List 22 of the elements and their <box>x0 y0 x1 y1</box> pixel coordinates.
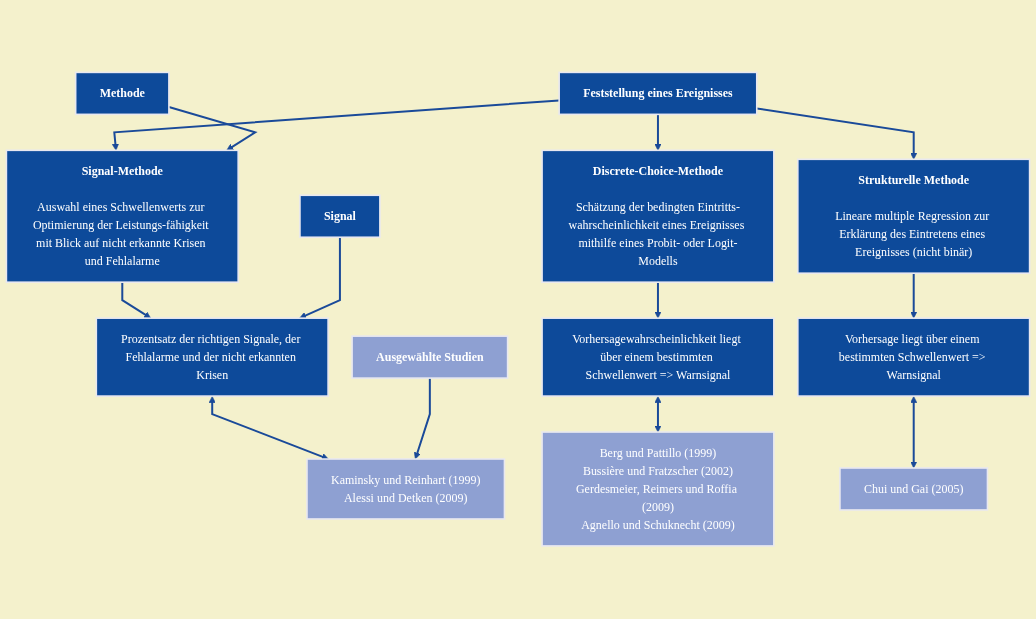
node-box: Vorhersagewahrscheinlichkeit liegt über einem bestimmten Schwellenwert => Warnsignal <box>541 317 775 398</box>
arrow <box>654 396 662 433</box>
arrow <box>299 236 341 320</box>
node-box: Berg und Pattillo (1999) Bussière und Fratzscher (2002) Gerdesmeier, Reimers und Roffia (2009) Agnello und Schuknecht (2009) <box>541 431 775 548</box>
arrow <box>654 113 662 151</box>
node-box: Chui und Gai (2005) <box>839 467 989 512</box>
node-box: Signal-Methode Auswahl eines Schwellenwerts zur Optimierung der Leistungs-fähigkeit mit Blick auf nicht erkannte Krisen und Fehlalarme <box>5 149 239 284</box>
arrow <box>413 377 431 460</box>
node-box: Methode <box>74 71 170 116</box>
node-box: Vorhersage liegt über einem bestimmten Schwellenwert => Warnsignal <box>797 317 1031 398</box>
node-box: Prozentsatz der richtigen Signale, der Fehlalarme und der nicht erkannten Krisen <box>95 317 329 398</box>
arrow <box>121 281 151 319</box>
node-box: Ausgewählte Studien <box>351 335 509 380</box>
node-box: Strukturelle Methode Lineare multiple Regression zur Erklärung des Eintretens eines Ereignisses (nicht binär) <box>797 158 1031 275</box>
arrow <box>654 281 662 319</box>
node-box: Signal <box>299 194 381 239</box>
arrow <box>910 396 918 469</box>
arrow <box>910 272 918 319</box>
node-box: Feststellung eines Ereignisses <box>558 71 758 116</box>
node-box: Kaminsky und Reinhart (1999) Alessi und Detken (2009) <box>306 458 506 521</box>
node-box: Discrete-Choice-Methode Schätzung der bedingten Eintritts-wahrscheinlichkeit eines Ereignisses mithilfe eines Probit- oder Logit-Modells <box>541 149 775 284</box>
arrow <box>208 396 329 461</box>
